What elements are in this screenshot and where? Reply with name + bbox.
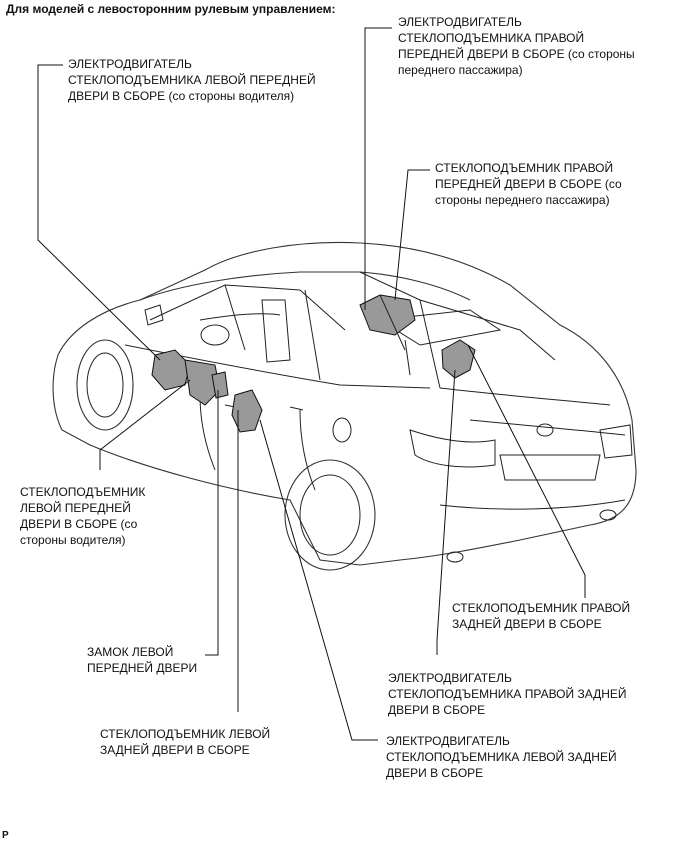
lf-regulator-part bbox=[151, 349, 221, 406]
page-heading: Для моделей с левосторонним рулевым упра… bbox=[6, 2, 336, 16]
label-rf-regulator: СТЕКЛОПОДЪЕМНИК ПРАВОЙ ПЕРЕДНЕЙ ДВЕРИ В … bbox=[435, 161, 622, 207]
label-lr-regulator: СТЕКЛОПОДЪЕМНИК ЛЕВОЙ ЗАДНЕЙ ДВЕРИ В СБО… bbox=[100, 727, 271, 757]
label-lr-motor: ЭЛЕКТРОДВИГАТЕЛЬ СТЕКЛОПОДЪЕМНИКА ЛЕВОЙ … bbox=[386, 734, 617, 780]
lf-lock-part bbox=[211, 371, 229, 399]
label-lf-motor: ЭЛЕКТРОДВИГАТЕЛЬ СТЕКЛОПОДЪЕМНИКА ЛЕВОЙ … bbox=[68, 57, 316, 103]
label-rr-regulator: СТЕКЛОПОДЪЕМНИК ПРАВОЙ ЗАДНЕЙ ДВЕРИ В СБ… bbox=[452, 601, 631, 631]
label-rr-motor: ЭЛЕКТРОДВИГАТЕЛЬ СТЕКЛОПОДЪЕМНИКА ПРАВОЙ… bbox=[388, 671, 627, 717]
label-lf-regulator: СТЕКЛОПОДЪЕМНИК ЛЕВОЙ ПЕРЕДНЕЙ ДВЕРИ В С… bbox=[20, 485, 146, 547]
car-body bbox=[52, 241, 637, 571]
leader-lines bbox=[37, 27, 586, 741]
lr-regulator-part bbox=[231, 389, 263, 433]
label-lf-lock: ЗАМОК ЛЕВОЙ ПЕРЕДНЕЙ ДВЕРИ bbox=[87, 645, 198, 675]
label-rf-motor: ЭЛЕКТРОДВИГАТЕЛЬ СТЕКЛОПОДЪЕМНИКА ПРАВОЙ… bbox=[398, 15, 635, 77]
figure-code: P bbox=[2, 830, 9, 841]
rf-regulator-part bbox=[359, 294, 416, 351]
rr-regulator-part bbox=[441, 339, 476, 379]
